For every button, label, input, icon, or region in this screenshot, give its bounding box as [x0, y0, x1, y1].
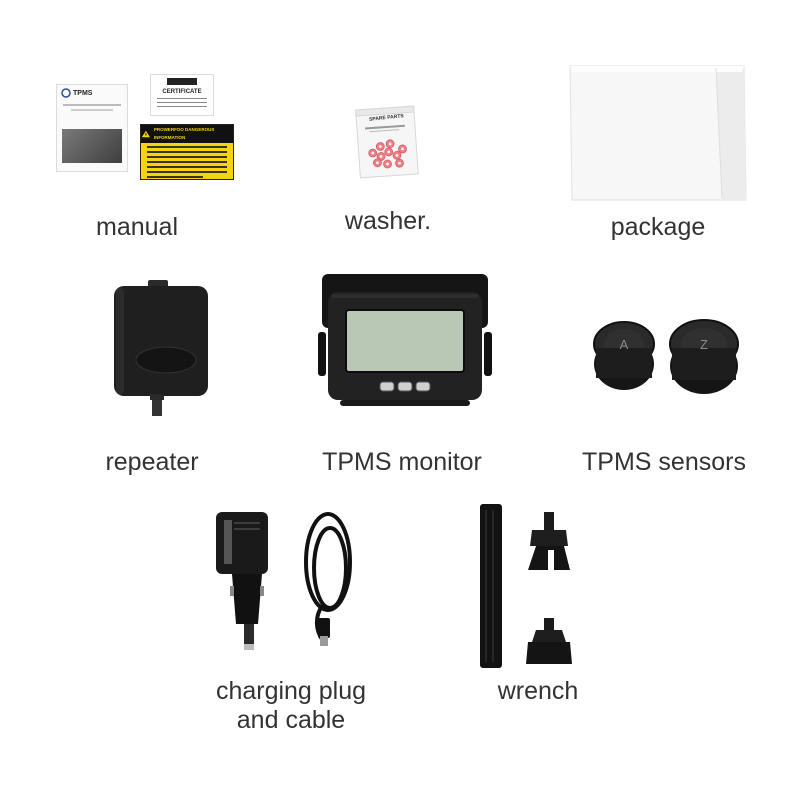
warning-header: PROWERFOO DANGEROUS INFORMATION [150, 125, 233, 143]
label-package: package [610, 213, 706, 241]
certificate-title: CERTIFICATE [162, 89, 202, 95]
wrench-photo [466, 500, 586, 672]
label-repeater: repeater [105, 448, 199, 476]
manual-booklet-image [62, 129, 122, 163]
label-wrench: wrench [497, 677, 579, 705]
tpms-monitor-photo [316, 272, 496, 412]
package-box-photo [566, 62, 752, 204]
warning-card: PROWERFOO DANGEROUS INFORMATION [140, 124, 234, 180]
manual-booklet-title: TPMS [73, 89, 93, 97]
label-manual: manual [96, 213, 178, 241]
sensor-letter-z: Z [700, 337, 708, 352]
label-charging-line2: and cable [236, 706, 346, 734]
tpms-sensors-photo: A Z [588, 308, 748, 398]
logo-icon [61, 88, 71, 98]
certificate-card: CERTIFICATE [150, 74, 214, 116]
warning-triangle-icon [141, 130, 150, 138]
charging-plug-cable-photo [204, 508, 374, 660]
label-washer: washer. [344, 207, 432, 235]
washer-bag-photo: SPARE PARTS [352, 104, 422, 180]
label-tpms-monitor: TPMS monitor [322, 448, 482, 476]
sensor-letter-a: A [620, 337, 629, 352]
label-charging-line1: charging plug [215, 677, 367, 705]
repeater-photo [104, 276, 214, 420]
manual-photo: TPMS CERTIFICATE PROWERFOO DANGEROUS INF… [52, 72, 242, 184]
manual-booklet: TPMS [56, 84, 128, 172]
label-tpms-sensors: TPMS sensors [582, 448, 746, 476]
